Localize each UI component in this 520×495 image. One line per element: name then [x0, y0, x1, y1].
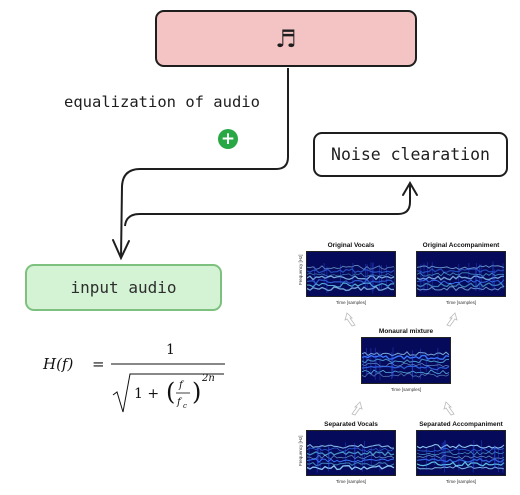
spectrogram-band	[417, 268, 505, 274]
x-axis-label: Time [samples]	[335, 479, 367, 484]
filter-formula: H(f) = 1 1 + ( f f c ) 2n	[42, 342, 225, 413]
arrowhead-input	[112, 239, 130, 261]
spectrogram-band	[417, 275, 505, 281]
figure-arrow	[446, 312, 458, 327]
spectrogram-band	[417, 457, 505, 464]
formula-paren-right: )	[192, 378, 201, 406]
panel-title: Monaural mixture	[378, 328, 434, 335]
spectrogram-band	[417, 279, 505, 284]
panel-title: Original Vocals	[327, 242, 375, 249]
formula-frac-den-sub: c	[183, 402, 187, 410]
input-audio-label: input audio	[70, 278, 177, 297]
spectrogram-band	[307, 443, 394, 449]
monaural-mixture-panel: Monaural mixture Time [samples]	[361, 328, 451, 392]
formula-equals: =	[92, 355, 105, 373]
spectrogram-band	[417, 465, 505, 470]
spectrogram-band	[362, 369, 450, 375]
noise-clearation-node[interactable]: Noise clearation	[313, 132, 508, 177]
spectrogram-band	[362, 365, 450, 371]
music-node[interactable]: ♬	[155, 10, 417, 67]
spectrogram-band	[417, 281, 505, 288]
formula-paren-left: (	[166, 378, 175, 406]
x-axis-label: Time [samples]	[390, 387, 422, 392]
spectrogram-image	[361, 337, 451, 384]
spectrogram-band	[417, 447, 505, 453]
panel-title: Separated Vocals	[324, 421, 378, 428]
spectrogram-band	[417, 443, 505, 450]
spectrogram-texture	[307, 440, 395, 473]
noise-clearation-label: Noise clearation	[331, 145, 490, 164]
formula-sqrt	[112, 373, 224, 413]
formula-numerator: 1	[166, 342, 175, 358]
spectrogram-image	[416, 430, 506, 476]
spectrogram-texture	[417, 440, 505, 473]
separated-accompaniment-panel: Separated Accompaniment Time [samples]	[416, 421, 506, 484]
input-audio-node[interactable]: input audio	[25, 264, 222, 311]
figure-arrow	[351, 401, 363, 416]
spectrogram-band	[307, 285, 395, 292]
formula-frac-num: f	[178, 380, 185, 391]
spectrogram-band	[307, 454, 395, 460]
spectrogram-band	[362, 358, 450, 364]
spectrogram-band	[417, 265, 505, 270]
original-vocals-panel: Original Vocals Time [samples] Frequency…	[298, 242, 396, 305]
arrow-to-noise	[124, 183, 411, 227]
music-note-icon: ♬	[275, 24, 297, 53]
spectrogram-image	[416, 251, 506, 297]
x-axis-label: Time [samples]	[445, 300, 477, 305]
formula-frac-den: f	[176, 397, 183, 408]
spectrogram-band	[362, 373, 450, 378]
formula-lhs: H(f)	[42, 355, 73, 373]
spectrogram-band	[307, 461, 395, 467]
spectrogram-band	[362, 362, 450, 367]
equalization-label: equalization of audio	[64, 93, 260, 111]
spectrogram-texture	[362, 347, 450, 381]
spectrogram-band	[417, 285, 505, 292]
spectrogram-band	[417, 451, 505, 456]
spectrogram-band	[307, 464, 395, 471]
spectrogram-band	[417, 454, 505, 460]
formula-exponent: 2n	[201, 373, 215, 384]
panel-title: Original Accompaniment	[422, 242, 500, 249]
spectrogram-band	[362, 351, 450, 357]
spectrogram-texture	[417, 261, 505, 292]
spectrogram-texture	[307, 262, 395, 294]
spectrogram-image	[306, 430, 396, 476]
figure-arrow	[344, 312, 356, 327]
figure-arrow	[443, 401, 455, 416]
separated-vocals-panel: Separated Vocals Time [samples] Frequenc…	[298, 421, 396, 484]
x-axis-label: Time [samples]	[335, 300, 367, 305]
spectrogram-image	[306, 251, 396, 297]
spectrogram-band	[417, 271, 505, 277]
original-accompaniment-panel: Original Accompaniment Time [samples]	[416, 242, 506, 305]
add-icon[interactable]: +	[218, 129, 238, 149]
spectrogram-band	[417, 461, 505, 467]
formula-inner: 1 +	[134, 386, 159, 402]
spectrogram-band	[307, 450, 395, 457]
arrow-music-to-input	[120, 68, 289, 259]
spectrogram-band	[307, 447, 395, 453]
spectrogram-band	[307, 458, 395, 463]
arrowhead-noise	[402, 181, 418, 196]
x-axis-label: Time [samples]	[445, 479, 477, 484]
spectrogram-band	[362, 354, 450, 360]
panel-title: Separated Accompaniment	[419, 421, 503, 428]
